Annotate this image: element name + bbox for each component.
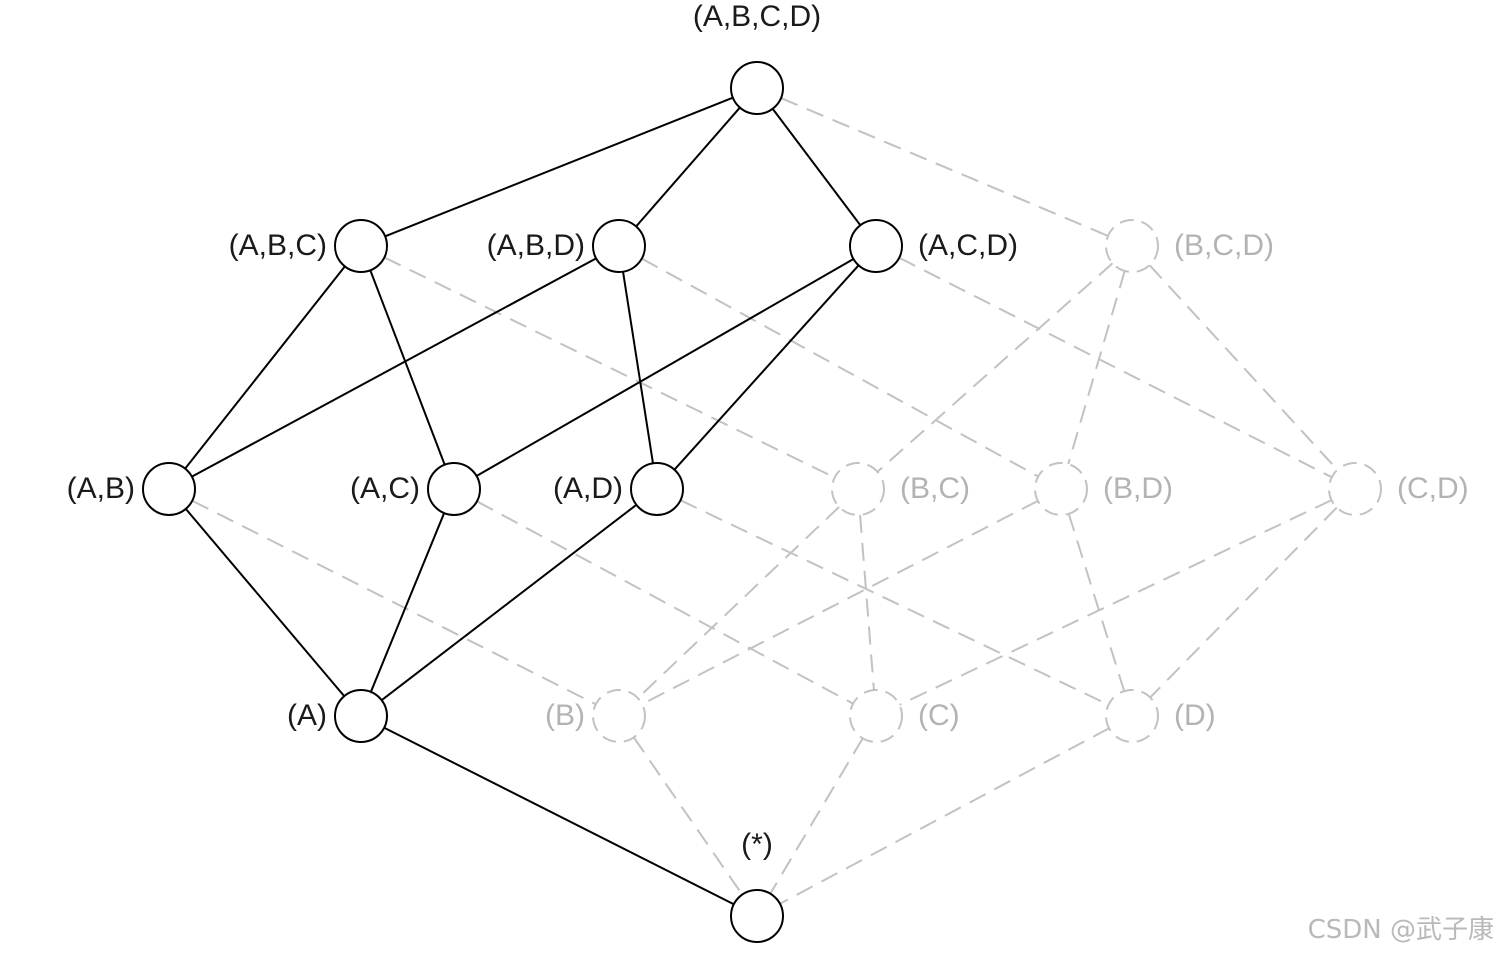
- edge-a-all: [383, 726, 735, 906]
- node-label: (A,B): [67, 472, 135, 505]
- edge-bc-c: [859, 514, 875, 691]
- edge-cd-d: [1149, 506, 1338, 699]
- edge-d-all: [779, 727, 1110, 905]
- edge-abd-ab: [191, 257, 597, 478]
- node-circle: [849, 689, 903, 743]
- edge-abcd-acd: [771, 108, 862, 226]
- edge-ab-a: [185, 508, 345, 697]
- node-cd: (C,D): [1328, 462, 1469, 516]
- watermark: CSDN @武子康: [1307, 915, 1494, 945]
- node-c: (C): [849, 689, 960, 743]
- node-circle: [427, 462, 481, 516]
- node-circle: [1034, 462, 1088, 516]
- edge-bcd-bc: [876, 262, 1114, 473]
- node-circle: [730, 889, 784, 943]
- node-ad: (A,D): [553, 462, 684, 516]
- edge-ad-a: [381, 504, 637, 701]
- edge-abc-ab: [184, 265, 346, 470]
- node-label: (C,D): [1397, 472, 1469, 505]
- node-circle: [849, 219, 903, 273]
- node-label: (*): [741, 828, 773, 861]
- node-label: (B,C): [900, 472, 970, 505]
- edge-ac-a: [369, 512, 446, 693]
- node-circle: [630, 462, 684, 516]
- node-a: (A): [287, 689, 388, 743]
- node-label: (B): [545, 699, 585, 732]
- node-label: (A,C,D): [918, 229, 1018, 262]
- node-circle: [1105, 689, 1159, 743]
- edge-abcd-abc: [384, 96, 734, 238]
- node-circle: [1328, 462, 1382, 516]
- node-label: (A): [287, 699, 327, 732]
- edge-abc-ac: [369, 269, 446, 466]
- node-ab: (A,B): [67, 462, 196, 516]
- node-circle: [334, 219, 388, 273]
- node-bcd: (B,C,D): [1105, 219, 1274, 273]
- edge-ad-d: [680, 499, 1109, 706]
- edge-acd-cd: [898, 256, 1333, 479]
- node-label: (C): [918, 699, 960, 732]
- edge-b-all: [632, 736, 744, 896]
- edge-acd-ac: [476, 258, 854, 477]
- edge-bcd-cd: [1148, 264, 1339, 471]
- nodes: (A,B,C,D) (A,B,C) (A,B,D) (A,C,D) (B,C,D) (A,…: [67, 0, 1469, 943]
- node-d: (D): [1105, 689, 1216, 743]
- node-abc: (A,B,C): [229, 219, 388, 273]
- node-label: (D): [1174, 699, 1216, 732]
- node-circle: [334, 689, 388, 743]
- node-bc: (B,C): [831, 462, 970, 516]
- node-label: (A,D): [553, 472, 623, 505]
- node-circle: [730, 61, 784, 115]
- edge-ac-c: [476, 500, 854, 705]
- edge-bc-b: [637, 506, 840, 699]
- edge-bd-b: [641, 499, 1039, 706]
- node-label: (B,C,D): [1174, 229, 1274, 262]
- node-acd: (A,C,D): [849, 219, 1018, 273]
- edge-cd-c: [899, 499, 1332, 706]
- node-circle: [1105, 219, 1159, 273]
- edge-ab-b: [191, 499, 597, 706]
- node-label: (A,B,C,D): [693, 0, 821, 33]
- node-circle: [592, 219, 646, 273]
- edge-abd-bd: [641, 257, 1039, 478]
- node-bd: (B,D): [1034, 462, 1173, 516]
- edge-acd-ad: [673, 264, 860, 471]
- edge-abcd-bcd: [780, 97, 1109, 237]
- node-circle: [831, 462, 885, 516]
- node-label: (A,C): [350, 472, 420, 505]
- edge-c-all: [769, 737, 864, 895]
- node-b: (B): [545, 689, 646, 743]
- edge-abcd-abd: [635, 106, 741, 228]
- node-circle: [142, 462, 196, 516]
- edge-bd-d: [1067, 513, 1126, 692]
- node-circle: [592, 689, 646, 743]
- edge-abd-ad: [622, 271, 654, 464]
- node-label: (B,D): [1103, 472, 1173, 505]
- node-abd: (A,B,D): [487, 219, 646, 273]
- edges: [184, 96, 1339, 906]
- node-label: (A,B,D): [487, 229, 585, 262]
- node-abcd: (A,B,C,D): [693, 0, 821, 115]
- node-all: (*): [730, 828, 784, 943]
- edge-bcd-bd: [1067, 270, 1126, 465]
- node-label: (A,B,C): [229, 229, 327, 262]
- node-ac: (A,C): [350, 462, 481, 516]
